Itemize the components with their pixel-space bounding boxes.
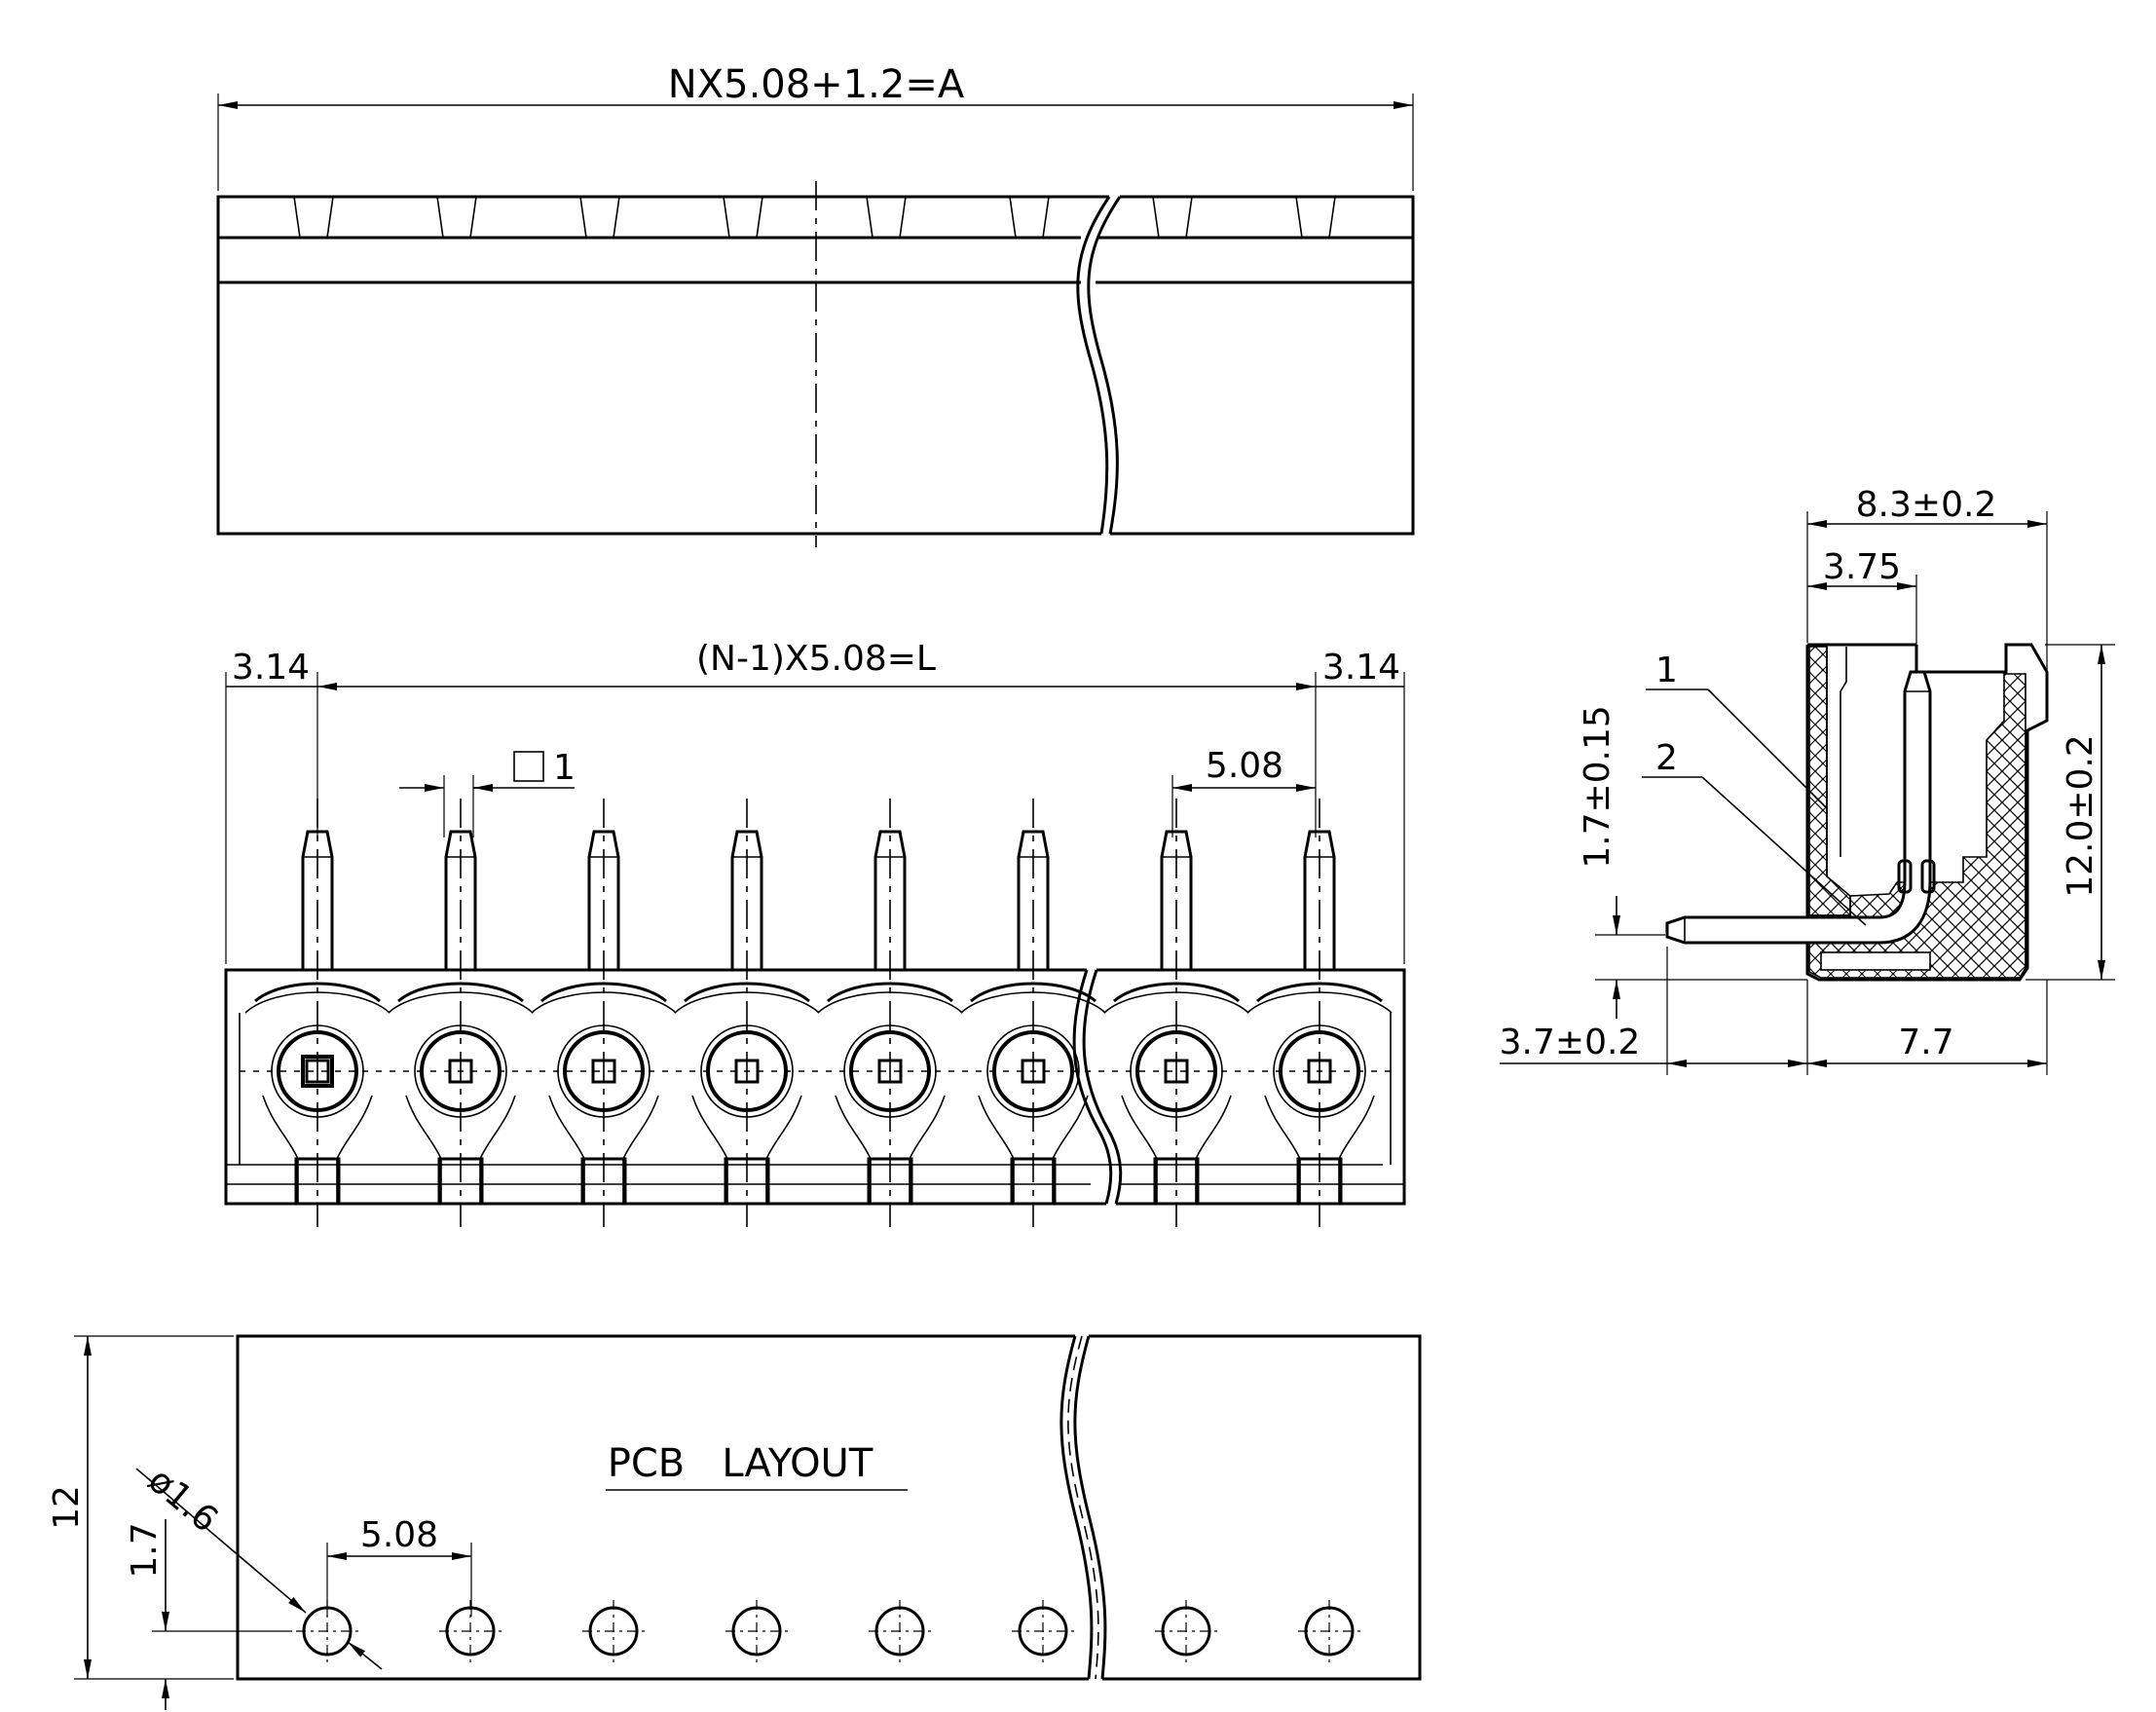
side-view: 8.3±0.2 3.75 12.0±0.2 1.7±0.15 3.7±0.2 7… bbox=[1500, 485, 2115, 1075]
front-view-dim-pitch-total: (N-1)X5.08=L bbox=[696, 639, 936, 679]
side-view-dim-pin-offset: 3.75 bbox=[1823, 547, 1901, 587]
front-view-dim-left: 3.14 bbox=[232, 648, 310, 688]
front-view: 3.14 (N-1)X5.08=L 3.14 1 5.08 bbox=[224, 639, 1406, 1229]
side-view-callout-2: 2 bbox=[1655, 738, 1678, 778]
side-view-dim-pin-height: 1.7±0.15 bbox=[1578, 705, 1617, 869]
side-view-dim-height: 12.0±0.2 bbox=[2061, 734, 2100, 898]
side-view-dim-pin-extension: 3.7±0.2 bbox=[1500, 1023, 1641, 1062]
pcb-layout: PCB LAYOUT 12 1.7 ø1.6 5.08 bbox=[47, 1334, 1422, 1710]
side-view-callout-1: 1 bbox=[1655, 651, 1678, 690]
side-view-dim-depth: 7.7 bbox=[1898, 1023, 1953, 1062]
front-view-dim-right: 3.14 bbox=[1322, 648, 1400, 688]
pcb-layout-title: PCB LAYOUT bbox=[608, 1441, 874, 1486]
side-view-dim-width: 8.3±0.2 bbox=[1856, 485, 1997, 525]
top-view-slots bbox=[293, 196, 1336, 239]
pcb-layout-holes bbox=[296, 1598, 1362, 1664]
pcb-layout-dim-height: 12 bbox=[47, 1485, 87, 1530]
front-view-pins bbox=[244, 797, 1394, 1229]
front-view-dim-pitch: 5.08 bbox=[1206, 746, 1283, 786]
top-view-dim-total: NX5.08+1.2=A bbox=[668, 62, 965, 107]
front-view-dim-pin-square: 1 bbox=[553, 748, 576, 788]
pcb-layout-dim-pitch: 5.08 bbox=[360, 1515, 438, 1555]
pcb-layout-dim-hole-offset: 1.7 bbox=[125, 1522, 165, 1578]
top-view: NX5.08+1.2=A bbox=[216, 62, 1415, 547]
